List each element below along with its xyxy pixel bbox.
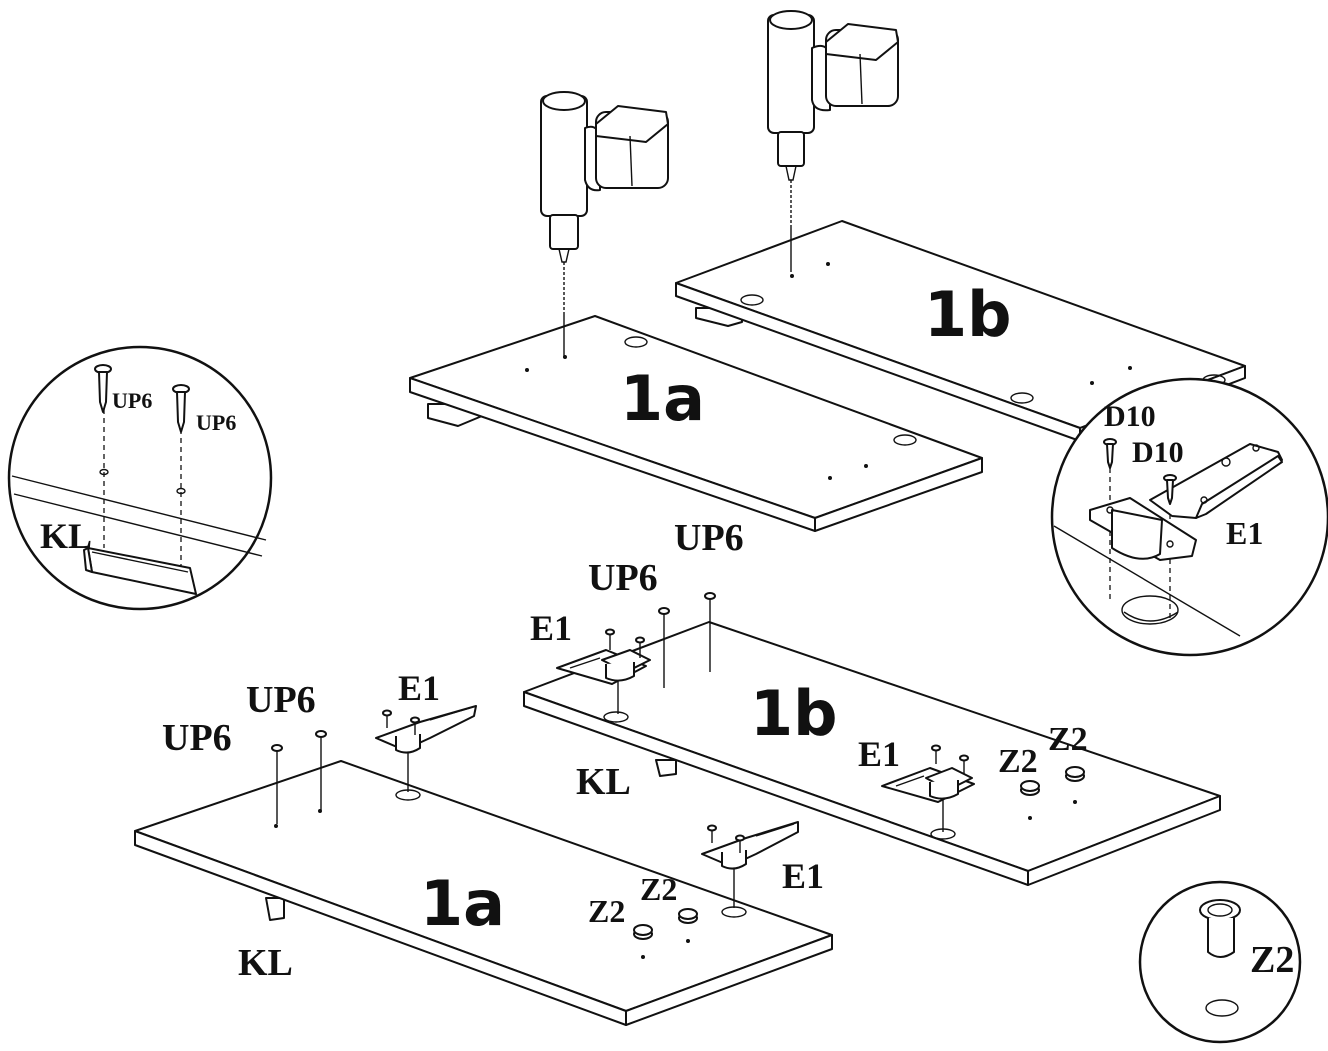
label-d10-b: D10 [1132, 436, 1184, 469]
label-z2-1b-b: Z2 [1048, 721, 1088, 758]
label-e1-1a-left: E1 [398, 668, 440, 708]
detail-circle-hinge: D10 D10 E1 [1050, 377, 1328, 657]
cap-icon [1065, 766, 1085, 782]
screw-icon [94, 364, 112, 413]
label-up6-detail-b: UP6 [196, 410, 236, 435]
cap-icon [1199, 899, 1241, 958]
label-z2-1b-a: Z2 [998, 743, 1038, 780]
screw-icon [735, 834, 745, 853]
screw-icon [382, 709, 392, 728]
label-up6-1b-b: UP6 [674, 517, 744, 559]
cap-icon [633, 924, 653, 940]
screw-icon [315, 730, 327, 810]
screw-icon [1103, 438, 1117, 469]
label-e1-1a-right: E1 [782, 856, 824, 896]
screw-icon [605, 628, 615, 650]
label-e1-detail: E1 [1226, 515, 1263, 551]
screw-icon [410, 716, 420, 735]
screw-icon [931, 744, 941, 764]
screw-icon [704, 592, 716, 672]
label-up6-1a-a: UP6 [162, 717, 232, 759]
hinge-icon [556, 649, 651, 714]
label-e1-1b-left: E1 [530, 608, 572, 648]
label-kl-1a: KL [238, 942, 293, 984]
panel-label-1b-top: 1b [924, 278, 1012, 351]
label-z2-1a-a: Z2 [588, 893, 625, 929]
panel-1b: 1b KL [523, 621, 1221, 886]
hinge-icon [881, 767, 975, 832]
handle-icon [83, 547, 197, 595]
cap-icon [1020, 780, 1040, 796]
panel-1a: 1a KL [134, 760, 833, 1026]
label-e1-1b-right: E1 [858, 734, 900, 774]
panel-label-1b: 1b [750, 677, 838, 750]
hinge-icon [1089, 443, 1283, 561]
label-kl-detail: KL [40, 516, 92, 556]
screw-icon [658, 607, 670, 688]
detail-circle-handle: UP6 UP6 KL [7, 345, 273, 611]
hinge-icon [375, 705, 477, 792]
cap-icon [678, 908, 698, 924]
drill-icon [767, 10, 899, 272]
screw-icon [1163, 474, 1177, 505]
drill-icon [540, 91, 669, 358]
panel-label-1a-top: 1a [620, 362, 705, 435]
top-panel-1a: 1a [409, 315, 983, 532]
screw-icon [172, 384, 190, 433]
screw-icon [959, 754, 969, 774]
label-up6-detail-a: UP6 [112, 388, 152, 413]
label-up6-1b-a: UP6 [588, 557, 658, 599]
hinge-icon [701, 821, 799, 908]
label-z2-detail: Z2 [1250, 939, 1294, 981]
label-z2-1a-b: Z2 [640, 871, 677, 907]
label-d10-a: D10 [1104, 400, 1156, 433]
detail-circle-cap: Z2 [1138, 880, 1302, 1044]
label-up6-1a-b: UP6 [246, 679, 316, 721]
screw-icon [707, 824, 717, 843]
label-kl-1b: KL [576, 761, 631, 803]
screw-icon [271, 744, 283, 824]
screw-icon [635, 636, 645, 658]
panel-label-1a: 1a [420, 867, 505, 940]
